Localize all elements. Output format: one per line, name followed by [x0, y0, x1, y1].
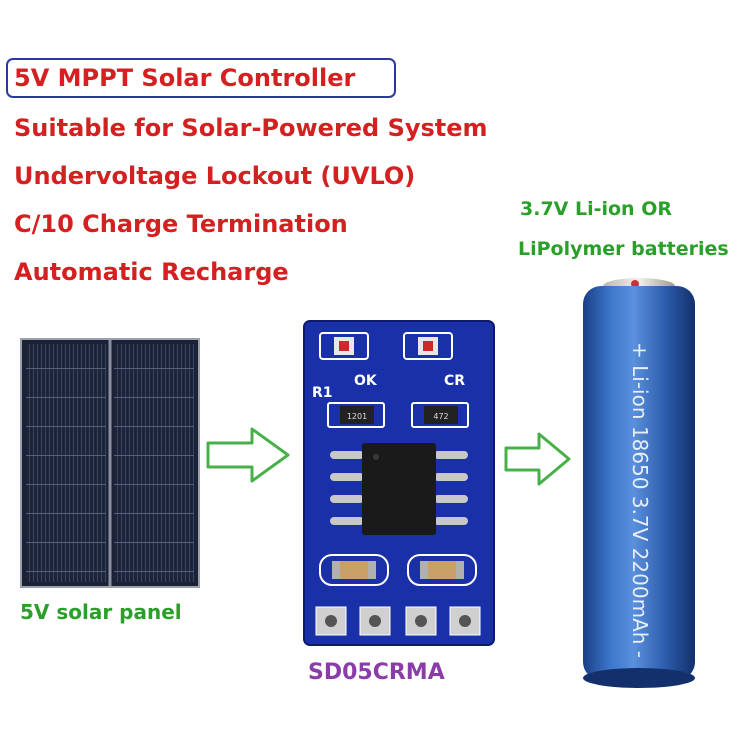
arrow-right-icon — [206, 427, 290, 483]
arrow-right-icon — [504, 432, 571, 486]
charger-module-pcb: OK CR R1 1201 472 — [303, 320, 495, 646]
module-name: SD05CRMA — [308, 660, 445, 685]
battery-label-line2: LiPolymer batteries — [518, 238, 729, 260]
led-ok — [339, 341, 349, 351]
title-highlight-box — [6, 58, 396, 98]
silkscreen-r1: R1 — [312, 385, 333, 401]
led-cr — [423, 341, 433, 351]
feature-termination: C/10 Charge Termination — [14, 210, 348, 238]
silkscreen-ok: OK — [354, 373, 378, 389]
battery-label-line1: 3.7V Li-ion OR — [520, 198, 672, 220]
feature-uvlo: Undervoltage Lockout (UVLO) — [14, 162, 416, 190]
battery-body — [583, 286, 695, 680]
solar-panel-image — [20, 338, 200, 588]
solar-panel-label: 5V solar panel — [20, 600, 182, 624]
feature-solar: Suitable for Solar-Powered System — [14, 114, 488, 142]
feature-recharge: Automatic Recharge — [14, 258, 289, 286]
battery-print: + Li-ion 18650 3.7V 2200mAh - — [628, 342, 652, 658]
product-title: 5V MPPT Solar Controller — [14, 64, 356, 92]
solar-cells — [26, 340, 194, 586]
resistor2-code: 472 — [433, 412, 448, 421]
ic-chip — [362, 443, 436, 535]
resistor1-code: 1201 — [347, 412, 367, 421]
silkscreen-cr: CR — [444, 373, 465, 389]
battery-18650-image: + Li-ion 18650 3.7V 2200mAh - — [583, 278, 695, 688]
